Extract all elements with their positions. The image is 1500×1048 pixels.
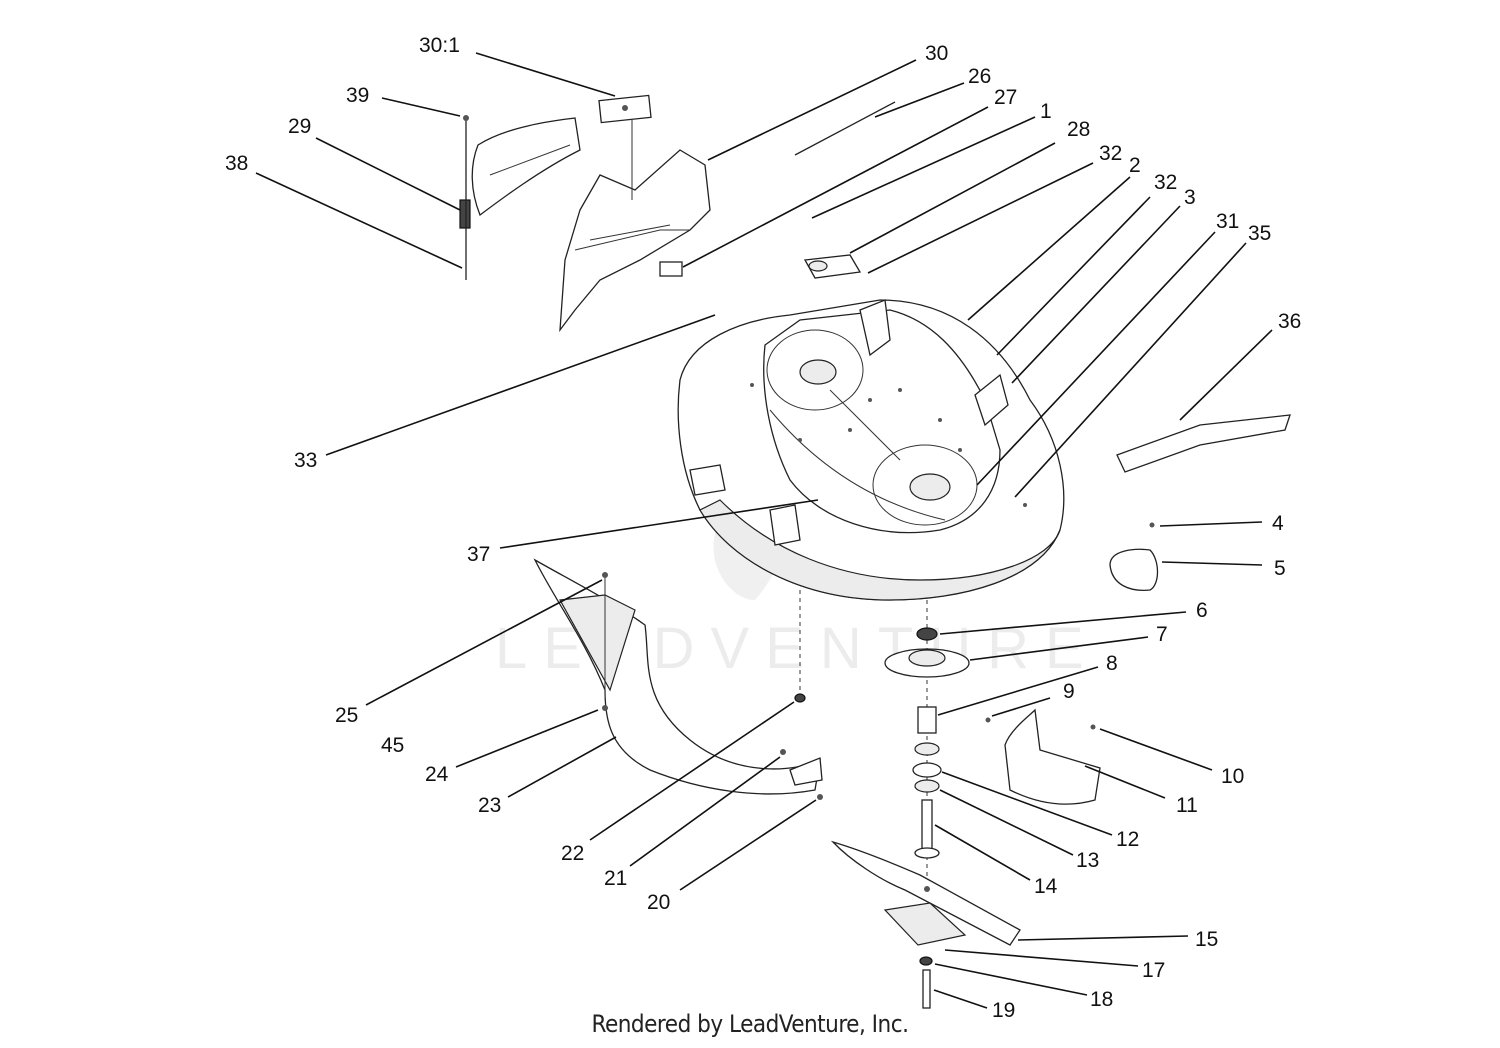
leader-38 bbox=[255, 172, 463, 269]
part-label-8: 8 bbox=[1106, 652, 1118, 675]
leader-24 bbox=[455, 709, 599, 768]
part-number-labels: 30:1 39 29 38 30 26 27 1 28 32 2 32 3 31… bbox=[225, 34, 1301, 1022]
part-label-23: 23 bbox=[478, 794, 501, 817]
part-label-32b: 32 bbox=[1154, 171, 1177, 194]
part-label-12: 12 bbox=[1116, 828, 1139, 851]
small-hardware bbox=[780, 590, 823, 800]
part-label-14: 14 bbox=[1034, 875, 1058, 898]
mower-deck-housing bbox=[677, 254, 1065, 601]
part-label-6: 6 bbox=[1196, 599, 1208, 622]
part-label-45: 45 bbox=[381, 734, 404, 757]
leader-25 bbox=[365, 579, 603, 706]
leader-29 bbox=[315, 137, 461, 211]
leader-1 bbox=[811, 116, 1036, 219]
leader-14 bbox=[934, 824, 1031, 881]
part-label-32a: 32 bbox=[1099, 142, 1122, 165]
leader-19 bbox=[933, 989, 988, 1009]
part-label-21: 21 bbox=[604, 867, 627, 890]
leader-10 bbox=[1099, 728, 1213, 771]
leader-3 bbox=[1011, 205, 1181, 384]
leader-13 bbox=[939, 789, 1074, 856]
part-label-26: 26 bbox=[968, 65, 991, 88]
leader-20 bbox=[679, 799, 817, 891]
leader-39 bbox=[381, 97, 461, 117]
part-label-31: 31 bbox=[1216, 210, 1239, 233]
leader-15 bbox=[1017, 935, 1189, 941]
part-label-5: 5 bbox=[1274, 557, 1286, 580]
part-label-7: 7 bbox=[1156, 623, 1168, 646]
part-label-28: 28 bbox=[1067, 118, 1090, 141]
part-label-17: 17 bbox=[1142, 959, 1165, 982]
part-label-27: 27 bbox=[994, 86, 1017, 109]
part-label-29: 29 bbox=[288, 115, 311, 138]
part-label-15: 15 bbox=[1195, 928, 1218, 951]
part-label-22: 22 bbox=[561, 842, 584, 865]
belt-guard bbox=[1116, 414, 1291, 473]
leader-9 bbox=[991, 697, 1051, 717]
leader-8 bbox=[937, 666, 1099, 716]
leader-23 bbox=[507, 736, 617, 798]
leader-35 bbox=[1014, 242, 1247, 498]
part-label-13: 13 bbox=[1076, 849, 1099, 872]
leader-37 bbox=[499, 499, 819, 549]
part-label-10: 10 bbox=[1221, 765, 1244, 788]
part-label-39: 39 bbox=[346, 84, 369, 107]
leader-6 bbox=[939, 611, 1187, 635]
part-label-30: 30 bbox=[925, 42, 948, 65]
part-label-2: 2 bbox=[1129, 154, 1141, 177]
part-label-38: 38 bbox=[225, 152, 248, 175]
leader-4 bbox=[1159, 521, 1263, 527]
leader-11 bbox=[1084, 765, 1166, 799]
leader-22 bbox=[589, 701, 795, 841]
leader-30-1 bbox=[475, 52, 616, 97]
leader-28 bbox=[849, 142, 1056, 254]
leader-18 bbox=[934, 963, 1088, 996]
mulch-baffle bbox=[985, 708, 1101, 805]
side-discharge-deflector bbox=[533, 558, 821, 795]
leader-27 bbox=[682, 106, 989, 268]
leader-17 bbox=[944, 949, 1139, 967]
leader-30 bbox=[707, 59, 917, 161]
leader-2 bbox=[967, 176, 1131, 321]
part-label-9: 9 bbox=[1063, 680, 1075, 703]
part-label-18: 18 bbox=[1090, 988, 1113, 1011]
leader-lines bbox=[255, 52, 1273, 1009]
leader-32b bbox=[996, 196, 1151, 356]
spindle-assembly bbox=[884, 600, 970, 900]
leader-5 bbox=[1161, 561, 1263, 566]
spindle-cover bbox=[1109, 522, 1159, 591]
leader-33 bbox=[325, 314, 716, 456]
part-label-24: 24 bbox=[425, 763, 449, 786]
part-label-3: 3 bbox=[1184, 186, 1196, 209]
leader-21 bbox=[629, 756, 781, 867]
part-label-4: 4 bbox=[1272, 512, 1284, 535]
part-label-36: 36 bbox=[1278, 310, 1301, 333]
leader-7 bbox=[969, 636, 1149, 661]
part-label-30-1: 30:1 bbox=[419, 34, 460, 57]
leader-31 bbox=[976, 231, 1216, 486]
leader-26 bbox=[874, 82, 965, 118]
leader-12 bbox=[941, 771, 1113, 836]
mower-blade bbox=[830, 840, 1021, 1009]
leader-36 bbox=[1179, 329, 1273, 421]
rendered-by-credit: Rendered by LeadVenture, Inc. bbox=[591, 1010, 909, 1038]
part-label-33: 33 bbox=[294, 449, 317, 472]
part-label-19: 19 bbox=[992, 999, 1015, 1022]
discharge-chute-assembly bbox=[559, 94, 896, 333]
part-label-25: 25 bbox=[335, 704, 358, 727]
part-label-11: 11 bbox=[1176, 794, 1198, 817]
part-label-35: 35 bbox=[1248, 222, 1271, 245]
part-label-37: 37 bbox=[467, 543, 490, 566]
part-label-20: 20 bbox=[647, 891, 670, 914]
part-label-1: 1 bbox=[1040, 100, 1052, 123]
leader-32a bbox=[867, 162, 1094, 274]
deflector-shield bbox=[459, 115, 581, 280]
